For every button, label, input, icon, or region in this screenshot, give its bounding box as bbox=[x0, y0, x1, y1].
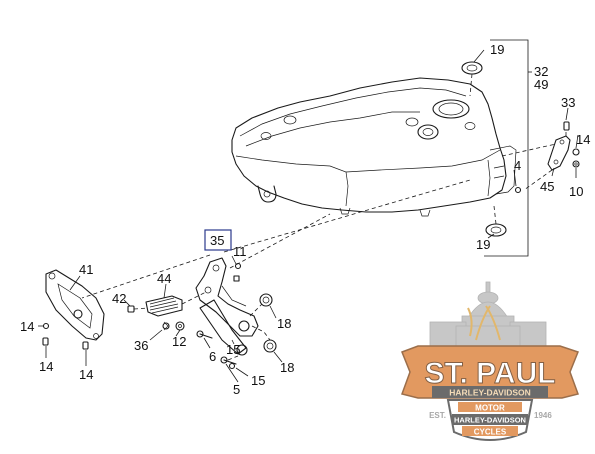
callout-18-b: 18 bbox=[280, 360, 294, 375]
st-paul-harley-davidson-watermark: ST. PAUL HARLEY-DAVIDSON MOTOR HARLEY-DA… bbox=[401, 281, 579, 441]
callout-33: 33 bbox=[561, 95, 575, 110]
watermark-title: ST. PAUL bbox=[424, 357, 555, 390]
callout-45: 45 bbox=[540, 179, 554, 194]
bolt-6 bbox=[196, 330, 213, 339]
callout-35: 35 bbox=[210, 233, 224, 248]
leader-lines bbox=[38, 49, 579, 383]
callout-49: 49 bbox=[534, 77, 548, 92]
assembly-lines bbox=[81, 73, 567, 361]
screw-42 bbox=[127, 305, 135, 313]
callout-41: 41 bbox=[79, 262, 93, 277]
badge-bottom-text: CYCLES bbox=[474, 428, 507, 437]
callout-6: 6 bbox=[209, 349, 216, 364]
callout-5: 5 bbox=[233, 382, 240, 397]
callout-15-a: 15 bbox=[226, 342, 240, 357]
capitol-building-icon bbox=[429, 281, 547, 349]
lever-arm bbox=[199, 299, 248, 356]
bolt-15 bbox=[228, 362, 236, 370]
callout-15-b: 15 bbox=[251, 373, 265, 388]
callout-4: 4 bbox=[514, 158, 521, 173]
cap-18-a bbox=[259, 293, 273, 307]
group-bracket-32-49 bbox=[484, 39, 529, 257]
callout-14-left: 14 bbox=[20, 319, 34, 334]
nut-14-right bbox=[572, 148, 580, 156]
heel-guard-41 bbox=[45, 269, 105, 341]
nut-near-11 bbox=[233, 275, 240, 282]
seal-bottom bbox=[485, 223, 507, 237]
wheat-icon bbox=[467, 305, 501, 341]
mount-bracket-35 bbox=[195, 257, 259, 337]
watermark-ribbon bbox=[432, 386, 548, 398]
harley-davidson-badge-icon bbox=[446, 399, 534, 441]
callout-19-bottom: 19 bbox=[476, 237, 490, 252]
cap-18-b bbox=[263, 339, 277, 353]
badge-top-text: MOTOR bbox=[475, 404, 505, 413]
screw-14-bl2 bbox=[82, 341, 89, 350]
callout-19-top: 19 bbox=[490, 42, 504, 57]
bolt-5 bbox=[220, 356, 237, 365]
callout-14-bl1: 14 bbox=[39, 359, 53, 374]
watermark-banner bbox=[401, 345, 579, 399]
callout-42: 42 bbox=[112, 291, 126, 306]
watermark-ribbon-text: HARLEY-DAVIDSON bbox=[449, 388, 531, 398]
badge-mid-text: HARLEY-DAVIDSON bbox=[454, 416, 526, 425]
seal-top bbox=[461, 61, 483, 75]
callout-14-bl2: 14 bbox=[79, 367, 93, 382]
footpeg-44 bbox=[145, 295, 183, 317]
callout-10: 10 bbox=[569, 184, 583, 199]
callout-labels: 19 32 49 33 14 4 45 10 19 35 11 41 44 42… bbox=[20, 42, 590, 397]
screw-14-left bbox=[42, 322, 50, 330]
badge-year-text: 1946 bbox=[534, 411, 552, 420]
badge-est-text: EST. bbox=[429, 411, 446, 420]
washer-10 bbox=[572, 160, 580, 168]
callout-36: 36 bbox=[134, 338, 148, 353]
bracket-45 bbox=[547, 135, 571, 171]
callout-11: 11 bbox=[233, 244, 247, 259]
spring-36 bbox=[162, 321, 170, 331]
callout-35-highlight-box bbox=[204, 229, 232, 251]
fuel-tank bbox=[231, 77, 517, 217]
screw-33 bbox=[563, 121, 570, 131]
callout-14-right: 14 bbox=[576, 132, 590, 147]
callout-18-a: 18 bbox=[277, 316, 291, 331]
washer-12 bbox=[175, 321, 185, 331]
callout-32: 32 bbox=[534, 64, 548, 79]
screw-14-bl1 bbox=[42, 337, 49, 346]
callout-44: 44 bbox=[157, 271, 171, 286]
screw-4 bbox=[514, 186, 522, 194]
callout-12: 12 bbox=[172, 334, 186, 349]
